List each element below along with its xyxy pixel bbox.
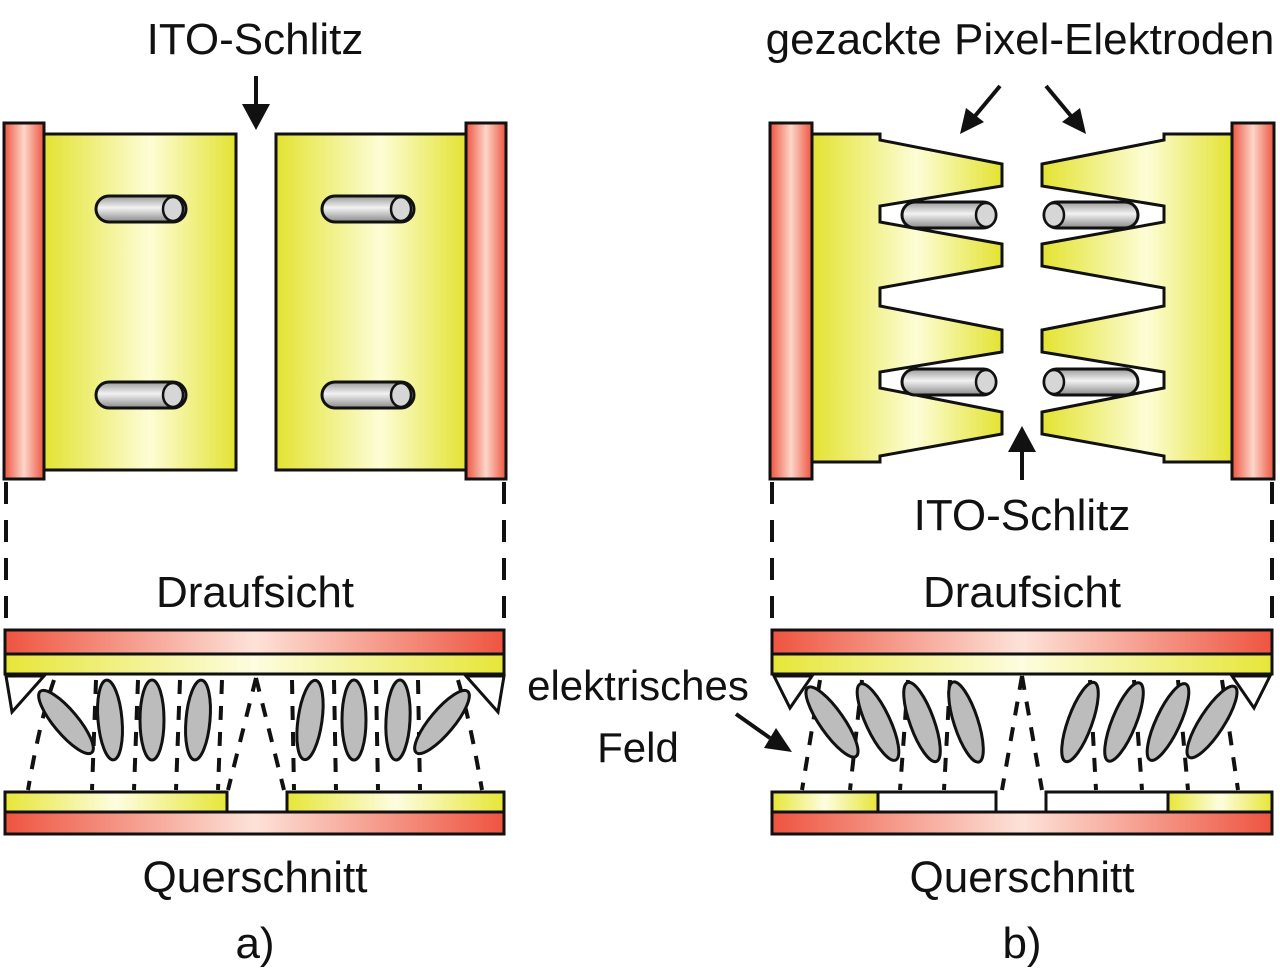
panel-a-bottom-substrate bbox=[3, 810, 506, 836]
panel-a-cs-molecule bbox=[138, 678, 166, 762]
panel-b-cs-molecule bbox=[1103, 681, 1145, 763]
panel-b-lc-molecule bbox=[900, 200, 998, 230]
panel-a-slit-label: ITO-Schlitz bbox=[147, 15, 364, 64]
panel-a-cross-section-label: Querschnitt bbox=[143, 853, 368, 902]
panel-b-electrodes-label: gezackte Pixel-Elektroden bbox=[766, 15, 1275, 64]
panel-b-left-bus-line bbox=[768, 121, 814, 481]
panel-b-top-common-electrode bbox=[770, 652, 1274, 676]
panel-b-bottom-left-pixel-electrode bbox=[770, 790, 880, 814]
panel-b-bottom-right-pixel-electrode bbox=[1166, 790, 1274, 814]
panel-b-cs-molecule bbox=[855, 682, 901, 762]
panel-a-right-pixel-electrode bbox=[274, 132, 468, 472]
panel-a-projection-lines bbox=[4, 482, 506, 625]
panel-b-field-arrow bbox=[734, 712, 792, 752]
panel-a-lc-molecule bbox=[320, 380, 416, 410]
panel-a-lc-molecules bbox=[37, 678, 471, 762]
panel-b-lc-molecule bbox=[1042, 200, 1140, 230]
panel-a-cs-molecule bbox=[184, 678, 212, 762]
panel-b-lc-molecule bbox=[900, 367, 998, 397]
panel-a-left-protrusion bbox=[4, 674, 48, 716]
panel-b-cs-molecule bbox=[902, 680, 942, 764]
panel-a-left-pixel-electrode bbox=[42, 132, 238, 472]
panel-b-bottom-substrate bbox=[770, 810, 1274, 836]
panel-b-cs-molecule bbox=[804, 685, 860, 759]
panel-a-field-lines bbox=[26, 677, 484, 791]
panel-a-bottom-right-pixel-electrode bbox=[285, 790, 506, 814]
panel-a-top-view bbox=[2, 121, 508, 481]
panel-b-right-protrusion bbox=[1229, 674, 1273, 711]
panel-a-slit-arrow bbox=[242, 76, 270, 130]
panel-a-cs-molecule bbox=[295, 678, 325, 762]
panel-b-field-label-line2: Feld bbox=[597, 724, 679, 771]
panel-b-projection-lines bbox=[770, 482, 1274, 625]
panel-a-caption: a) bbox=[235, 919, 274, 968]
panel-a-lc-molecule bbox=[94, 380, 188, 410]
panel-a-top-view-label: Draufsicht bbox=[156, 568, 354, 617]
panel-b: gezackte Pixel-Elektroden bbox=[527, 15, 1276, 968]
panel-a-right-protrusion bbox=[462, 674, 506, 716]
panel-b-field-label-line1: elektrisches bbox=[527, 662, 749, 709]
panel-b-caption: b) bbox=[1002, 919, 1041, 968]
panel-a-top-substrate bbox=[3, 628, 506, 656]
panel-a-cs-molecule bbox=[384, 678, 412, 762]
panel-b-bottom-right-gap bbox=[1044, 790, 1170, 814]
panel-b-electrode-arrows bbox=[960, 84, 1086, 134]
panel-b-top-view bbox=[768, 121, 1276, 481]
panel-a-cs-molecule bbox=[37, 688, 95, 756]
panel-b-cs-molecule bbox=[947, 680, 985, 764]
panel-b-top-substrate bbox=[770, 628, 1274, 656]
panel-b-field-lines bbox=[800, 675, 1240, 791]
panel-a-cs-molecule bbox=[96, 678, 124, 762]
panel-b-bottom-left-gap bbox=[876, 790, 998, 814]
panel-b-cross-section-label: Querschnitt bbox=[910, 853, 1135, 902]
panel-b-left-protrusion bbox=[771, 674, 815, 711]
panel-b-top-view-label: Draufsicht bbox=[923, 568, 1121, 617]
panel-b-slit-arrow bbox=[1008, 426, 1036, 480]
panel-b-slit-label: ITO-Schlitz bbox=[914, 491, 1131, 540]
panel-a-right-bus-line bbox=[464, 121, 508, 481]
panel-b-lc-molecule bbox=[1042, 367, 1140, 397]
panel-b-cs-molecule bbox=[1145, 682, 1191, 762]
panel-a: ITO-Schlitz bbox=[2, 15, 508, 968]
panel-a-cs-molecule bbox=[413, 688, 471, 756]
panel-b-left-jagged-electrode bbox=[810, 132, 1004, 464]
panel-b-cs-molecule bbox=[1060, 680, 1100, 764]
panel-a-left-bus-line bbox=[2, 121, 46, 481]
panel-b-right-bus-line bbox=[1230, 121, 1276, 481]
panel-b-right-jagged-electrode bbox=[1040, 132, 1234, 464]
panel-a-bottom-left-pixel-electrode bbox=[3, 790, 229, 814]
panel-a-cs-molecule bbox=[340, 678, 368, 762]
panel-b-cross-section bbox=[770, 628, 1274, 836]
panel-b-lc-molecules bbox=[804, 680, 1239, 764]
panel-a-top-common-electrode bbox=[3, 652, 506, 676]
panel-a-lc-molecule bbox=[94, 194, 188, 224]
panel-b-cs-molecule bbox=[1185, 684, 1239, 760]
panel-a-cross-section bbox=[3, 628, 506, 836]
panel-a-lc-molecule bbox=[320, 194, 416, 224]
